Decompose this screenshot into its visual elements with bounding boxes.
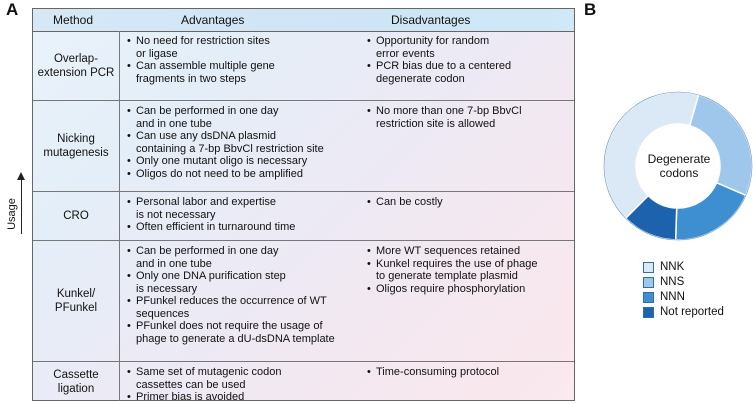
advantage-item: PFunkel does not require the usage of ph… <box>127 320 372 345</box>
disadvantages-list: More WT sequences retainedKunkel require… <box>367 245 572 295</box>
advantage-item: Can be performed in one day and in one t… <box>127 105 372 130</box>
header-disadvantages: Disadvantages <box>391 13 471 27</box>
panel-label-a: A <box>6 0 19 19</box>
advantage-item: Personal labor and expertise is not nece… <box>127 196 372 221</box>
header-advantages: Advantages <box>181 13 245 27</box>
advantage-item: Primer bias is avoided <box>127 391 372 404</box>
disadvantages-list: Time-consuming protocol <box>367 366 572 379</box>
legend-swatch <box>643 307 654 318</box>
advantage-item: PFunkel reduces the occurrence of WT seq… <box>127 295 372 320</box>
disadvantage-item: Time-consuming protocol <box>367 366 572 379</box>
method-name: Nicking mutagenesis <box>43 133 109 159</box>
table-row: CRO Personal labor and expertise is not n… <box>33 192 574 241</box>
advantage-item: Often efficient in turnaround time <box>127 221 372 234</box>
legend-label: NNN <box>660 291 685 303</box>
table-header: Method Advantages Disadvantages <box>33 9 574 32</box>
disadvantage-item: More WT sequences retained <box>367 245 572 258</box>
usage-arrow-icon <box>6 172 28 234</box>
method-name: Cassette ligation <box>53 368 99 395</box>
advantage-item: Oligos do not need to be amplified <box>127 168 372 181</box>
advantages-list: No need for restriction sites or ligaseC… <box>127 35 372 85</box>
donut-center-label: Degenerate codons <box>647 152 711 180</box>
table-row: Cassette ligation Same set of mutagenic c… <box>33 362 574 404</box>
disadvantages-list: No more than one 7-bp BbvCl restriction … <box>367 105 572 130</box>
disadvantage-item: No more than one 7-bp BbvCl restriction … <box>367 105 572 130</box>
table-row: Overlap- extension PCR No need for restri… <box>33 31 574 101</box>
table-row: Kunkel/ PFunkel Can be performed in one d… <box>33 241 574 362</box>
advantages-list: Personal labor and expertise is not nece… <box>127 196 372 234</box>
table-row: Nicking mutagenesis Can be performed in o… <box>33 101 574 192</box>
advantages-list: Same set of mutagenic codon cassettes ca… <box>127 366 372 404</box>
legend-swatch <box>643 262 654 273</box>
usage-axis-label: Usage <box>6 198 18 230</box>
method-name: CRO <box>63 210 89 222</box>
advantage-item: Can assemble multiple gene fragments in … <box>127 60 372 85</box>
panel-label-b: B <box>584 0 597 19</box>
advantage-item: Only one mutant oligo is necessary <box>127 155 372 168</box>
donut-outline <box>603 91 753 241</box>
legend-label: Not reported <box>660 306 724 318</box>
legend-swatch <box>643 277 654 288</box>
column-divider <box>119 31 120 401</box>
disadvantage-item: PCR bias due to a centered degenerate co… <box>367 60 572 85</box>
advantage-item: No need for restriction sites or ligase <box>127 35 372 60</box>
methods-table: Method Advantages Disadvantages Overlap-… <box>32 8 575 404</box>
method-name: Overlap- extension PCR <box>37 52 115 79</box>
header-method: Method <box>53 13 94 27</box>
advantage-item: Can use any dsDNA plasmid containing a 7… <box>127 130 372 155</box>
legend-label: NNK <box>660 261 685 273</box>
donut-slice-nnn <box>674 181 747 241</box>
method-name: Kunkel/ PFunkel <box>54 288 98 314</box>
advantages-list: Can be performed in one day and in one t… <box>127 105 372 180</box>
legend-label: NNS <box>660 276 685 288</box>
degenerate-codon-donut-chart <box>603 91 753 241</box>
disadvantage-item: Can be costly <box>367 196 572 209</box>
advantage-item: Same set of mutagenic codon cassettes ca… <box>127 366 372 391</box>
disadvantage-item: Opportunity for random error events <box>367 35 572 60</box>
disadvantages-list: Opportunity for random error eventsPCR b… <box>367 35 572 85</box>
advantage-item: Only one DNA purification step is necess… <box>127 270 372 295</box>
disadvantage-item: Oligos require phosphorylation <box>367 283 572 296</box>
donut-slice-nns <box>688 94 753 197</box>
legend-swatch <box>643 292 654 303</box>
disadvantage-item: Kunkel requires the use of phage to gene… <box>367 258 572 283</box>
disadvantages-list: Can be costly <box>367 196 572 209</box>
advantage-item: Can be performed in one day and in one t… <box>127 245 372 270</box>
advantages-list: Can be performed in one day and in one t… <box>127 245 372 345</box>
